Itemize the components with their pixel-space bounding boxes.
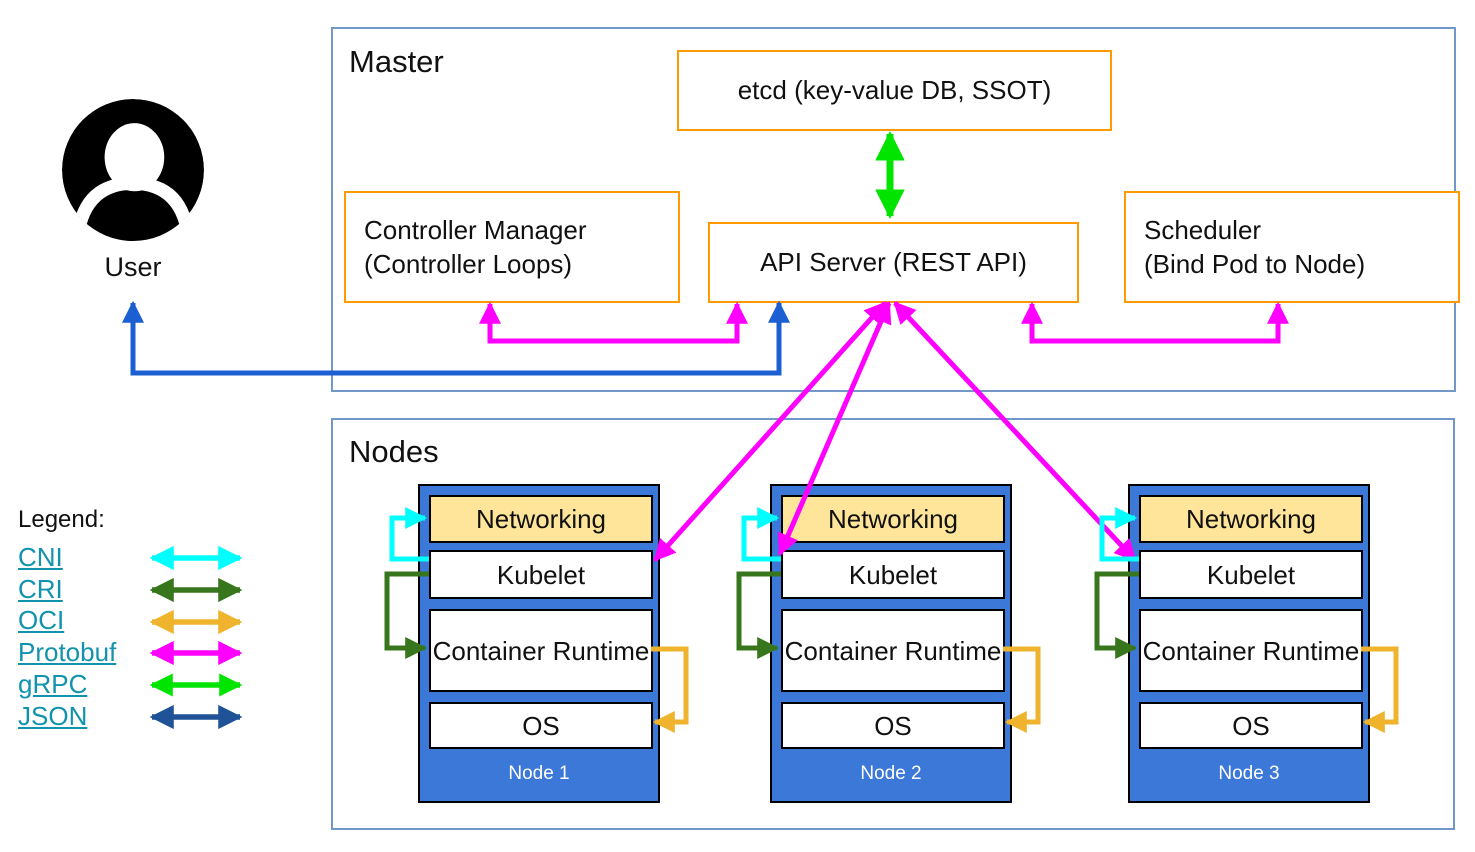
node2-label: Node 2	[860, 763, 922, 784]
nodes-container	[331, 418, 1455, 830]
node3-label: Node 3	[1218, 763, 1280, 784]
scheduler-line2: (Bind Pod to Node)	[1144, 249, 1366, 279]
legend-link-cri[interactable]: CRI	[18, 573, 63, 604]
legend-link-json[interactable]: JSON	[18, 700, 88, 731]
legend-link-oci[interactable]: OCI	[18, 605, 65, 636]
node1-os-box: OS	[429, 702, 653, 749]
node3-os-box: OS	[1139, 702, 1363, 749]
node-3: Networking Kubelet Container Runtime OS …	[1128, 484, 1370, 803]
node1-runtime-box: Container Runtime	[429, 609, 653, 692]
controller-manager-line1: Controller Manager	[364, 215, 587, 245]
user-label: User	[104, 252, 162, 282]
etcd-box: etcd (key-value DB, SSOT)	[677, 50, 1112, 131]
scheduler-box: Scheduler (Bind Pod to Node)	[1124, 191, 1460, 303]
legend-link-cni[interactable]: CNI	[18, 542, 63, 572]
node-2: Networking Kubelet Container Runtime OS …	[770, 484, 1012, 803]
master-title: Master	[349, 44, 444, 79]
node-1: Networking Kubelet Container Runtime OS …	[418, 484, 660, 803]
node2-kubelet-box: Kubelet	[781, 550, 1005, 599]
node3-runtime-box: Container Runtime	[1139, 609, 1363, 692]
node1-networking-box: Networking	[429, 495, 653, 543]
nodes-title: Nodes	[349, 434, 439, 469]
node1-label: Node 1	[508, 763, 570, 784]
user-avatar-icon	[62, 99, 204, 241]
legend-link-protobuf[interactable]: Protobuf	[18, 637, 117, 668]
node3-networking-box: Networking	[1139, 495, 1363, 543]
node2-runtime-box: Container Runtime	[781, 609, 1005, 692]
controller-manager-line2: (Controller Loops)	[364, 249, 573, 279]
scheduler-line1: Scheduler	[1144, 215, 1262, 245]
legend-link-grpc[interactable]: gRPC	[18, 668, 88, 699]
node3-kubelet-box: Kubelet	[1139, 550, 1363, 599]
node2-os-box: OS	[781, 702, 1005, 749]
legend-title: Legend:	[18, 506, 105, 533]
legend: Legend: CNI CRI OCI Protobuf gRPC JSON	[18, 506, 116, 732]
controller-manager-box: Controller Manager (Controller Loops)	[344, 191, 680, 303]
api-server-box: API Server (REST API)	[708, 222, 1079, 303]
node1-kubelet-box: Kubelet	[429, 550, 653, 599]
node2-networking-box: Networking	[781, 495, 1005, 543]
